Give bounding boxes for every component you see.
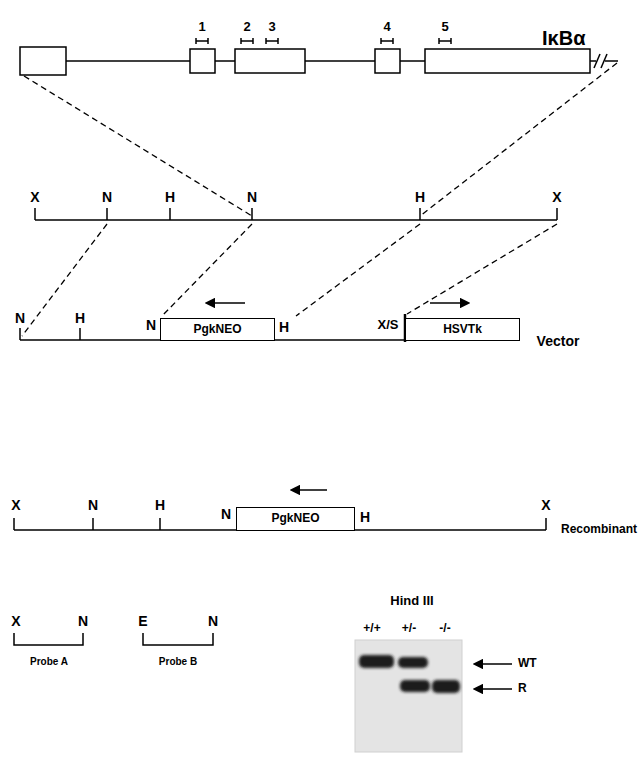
genotype: -/- — [439, 622, 450, 635]
site-letter: N — [78, 614, 88, 629]
cassette-name: PgkNEO — [193, 323, 241, 336]
site-letter: X — [552, 190, 561, 205]
dashed-guides — [22, 63, 617, 336]
site-letter: H — [415, 190, 425, 205]
callout-number: 5 — [441, 20, 448, 34]
vector-map — [20, 303, 461, 342]
band-label: R — [518, 682, 527, 695]
site-letter: N — [146, 318, 156, 333]
cassette-box: PgkNEO — [160, 318, 275, 341]
probe-name: Probe A — [30, 656, 68, 667]
site-letter: N — [102, 190, 112, 205]
callout-number: 2 — [243, 20, 250, 34]
site-letter: H — [279, 320, 289, 335]
band-arrows — [482, 664, 512, 689]
callout-number: 3 — [268, 20, 275, 34]
site-letter: E — [138, 614, 147, 629]
genotype: +/+ — [363, 622, 380, 635]
site-letter: N — [247, 190, 257, 205]
site-letter: N — [208, 614, 218, 629]
genotype: +/- — [402, 622, 416, 635]
site-letter: X — [30, 190, 39, 205]
site-letter: X — [11, 498, 20, 513]
site-letter: N — [221, 507, 231, 522]
site-letter: N — [88, 498, 98, 513]
cassette-name: PgkNEO — [271, 512, 319, 525]
gene-title: IκBα — [542, 27, 585, 49]
cassette-name: HSVTk — [443, 323, 482, 336]
callout-number: 1 — [198, 20, 205, 34]
probe-name: Probe B — [159, 656, 197, 667]
enzyme-name: Hind III — [390, 594, 433, 608]
probe-brackets — [14, 633, 213, 645]
site-letter: X/S — [378, 318, 399, 332]
site-letter: N — [15, 311, 25, 326]
genomic-map — [35, 208, 557, 220]
recombinant-map — [14, 490, 546, 530]
cassette-box: PgkNEO — [236, 507, 355, 531]
site-letter: H — [75, 311, 85, 326]
site-letter: X — [11, 614, 20, 629]
site-letter: H — [165, 190, 175, 205]
construct-name: Vector — [537, 334, 580, 349]
site-letter: H — [155, 498, 165, 513]
southern-blot — [355, 640, 462, 752]
cassette-box: HSVTk — [405, 318, 520, 341]
site-letter: X — [541, 498, 550, 513]
site-letter: H — [360, 510, 370, 525]
marker-brackets — [196, 38, 451, 44]
band-label: WT — [518, 657, 537, 670]
construct-name: Recombinant — [561, 523, 637, 536]
gene-structure — [20, 47, 618, 75]
callout-number: 4 — [383, 20, 390, 34]
